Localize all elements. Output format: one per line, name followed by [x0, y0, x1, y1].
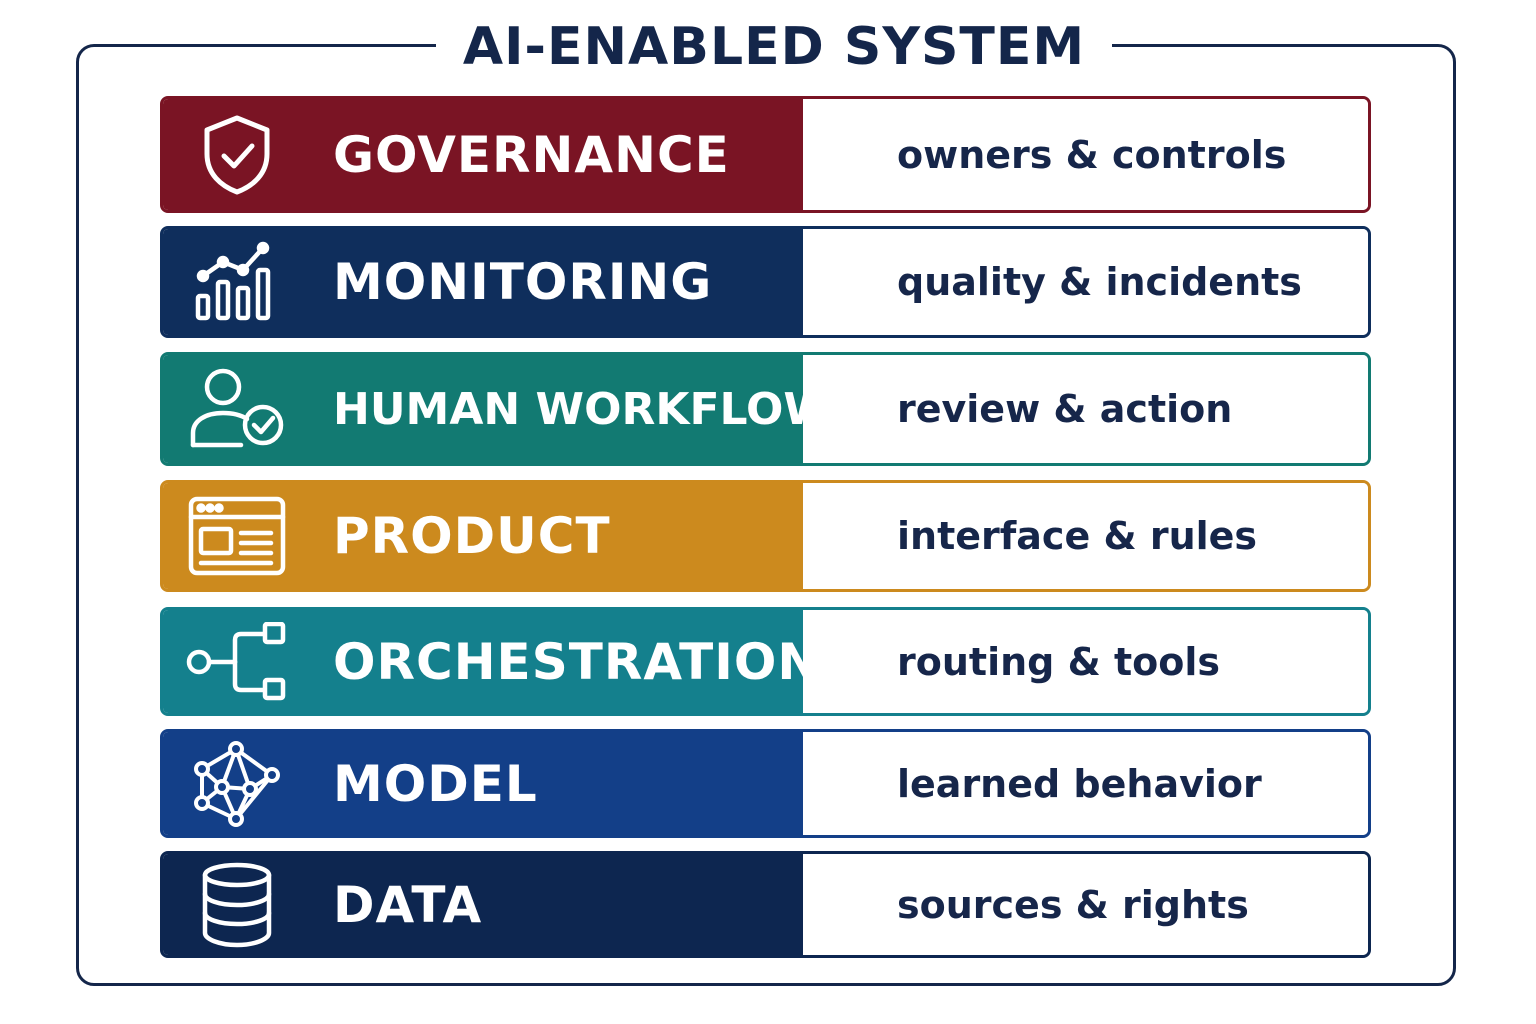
layer-model: MODEL learned behavior	[160, 729, 1371, 838]
layer-name: GOVERNANCE	[333, 125, 730, 184]
neural-network-icon	[185, 740, 289, 827]
layer-name: HUMAN WORKFLOW	[333, 383, 832, 435]
layer-header: ORCHESTRATION	[163, 610, 819, 713]
layer-description: learned behavior	[803, 732, 1368, 835]
layer-description: review & action	[803, 355, 1368, 463]
flow-branch-icon	[185, 620, 289, 704]
layer-description: sources & rights	[803, 854, 1368, 955]
layer-description: quality & incidents	[803, 229, 1368, 335]
bar-chart-trend-icon	[185, 240, 289, 324]
layer-header: PRODUCT	[163, 483, 803, 589]
layer-description: routing & tools	[803, 610, 1368, 713]
layer-human-workflow: HUMAN WORKFLOW review & action	[160, 352, 1371, 466]
diagram-title: AI-ENABLED SYSTEM	[436, 8, 1112, 86]
layer-name: MONITORING	[333, 253, 713, 311]
layer-governance: GOVERNANCE owners & controls	[160, 96, 1371, 213]
layer-name: MODEL	[333, 754, 538, 813]
layer-header: DATA	[163, 854, 803, 955]
layer-monitoring: MONITORING quality & incidents	[160, 226, 1371, 338]
layer-product: PRODUCT interface & rules	[160, 480, 1371, 592]
layer-header: GOVERNANCE	[163, 99, 803, 210]
layer-description: interface & rules	[803, 483, 1368, 589]
layer-name: ORCHESTRATION	[333, 632, 821, 691]
layer-orchestration: ORCHESTRATION routing & tools	[160, 607, 1371, 716]
layer-description: owners & controls	[803, 99, 1368, 210]
user-check-icon	[185, 367, 289, 451]
browser-window-icon	[185, 494, 289, 578]
shield-check-icon	[185, 113, 289, 197]
layer-data: DATA sources & rights	[160, 851, 1371, 958]
database-icon	[185, 862, 289, 947]
layer-name: DATA	[333, 875, 483, 934]
layer-header: HUMAN WORKFLOW	[163, 355, 832, 463]
layer-header: MONITORING	[163, 229, 803, 335]
layer-name: PRODUCT	[333, 507, 611, 565]
layer-header: MODEL	[163, 732, 803, 835]
